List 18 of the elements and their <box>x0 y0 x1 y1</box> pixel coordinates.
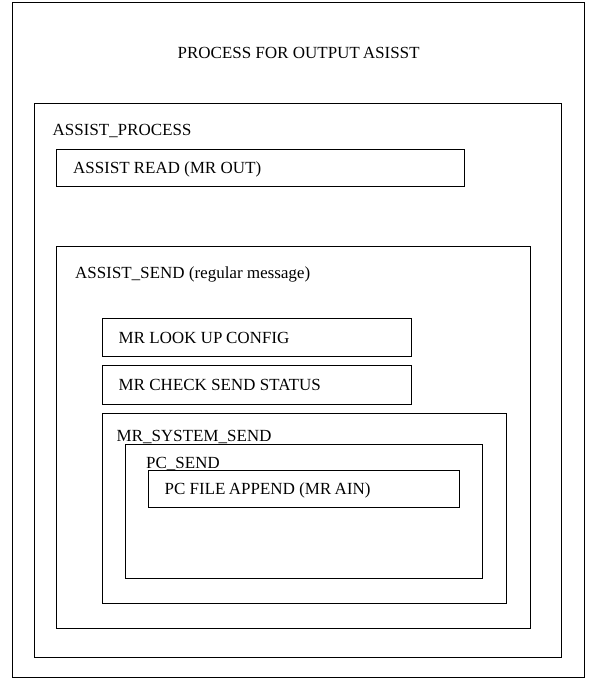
process-box <box>148 470 460 508</box>
process-box <box>102 364 412 404</box>
box-title: ASSIST READ (MR OUT) <box>73 158 262 178</box>
process-box <box>34 102 562 658</box>
box-title: MR CHECK SEND STATUS <box>118 374 321 394</box>
box-title: PROCESS FOR OUTPUT ASISST <box>177 43 420 63</box>
box-title: ASSIST_PROCESS <box>52 120 192 140</box>
process-box <box>56 246 531 629</box>
outer-frame <box>12 2 585 678</box>
box-title: PC FILE APPEND (MR AIN) <box>164 478 370 498</box>
box-title: MR_SYSTEM_SEND <box>116 426 272 446</box>
process-box <box>56 149 465 187</box>
process-box <box>102 318 412 356</box>
box-title: MR LOOK UP CONFIG <box>118 328 290 348</box>
box-title: PC_SEND <box>146 453 220 473</box>
process-box <box>125 444 483 579</box>
process-box <box>102 412 506 604</box>
box-title: ASSIST_SEND (regular message) <box>75 263 310 283</box>
